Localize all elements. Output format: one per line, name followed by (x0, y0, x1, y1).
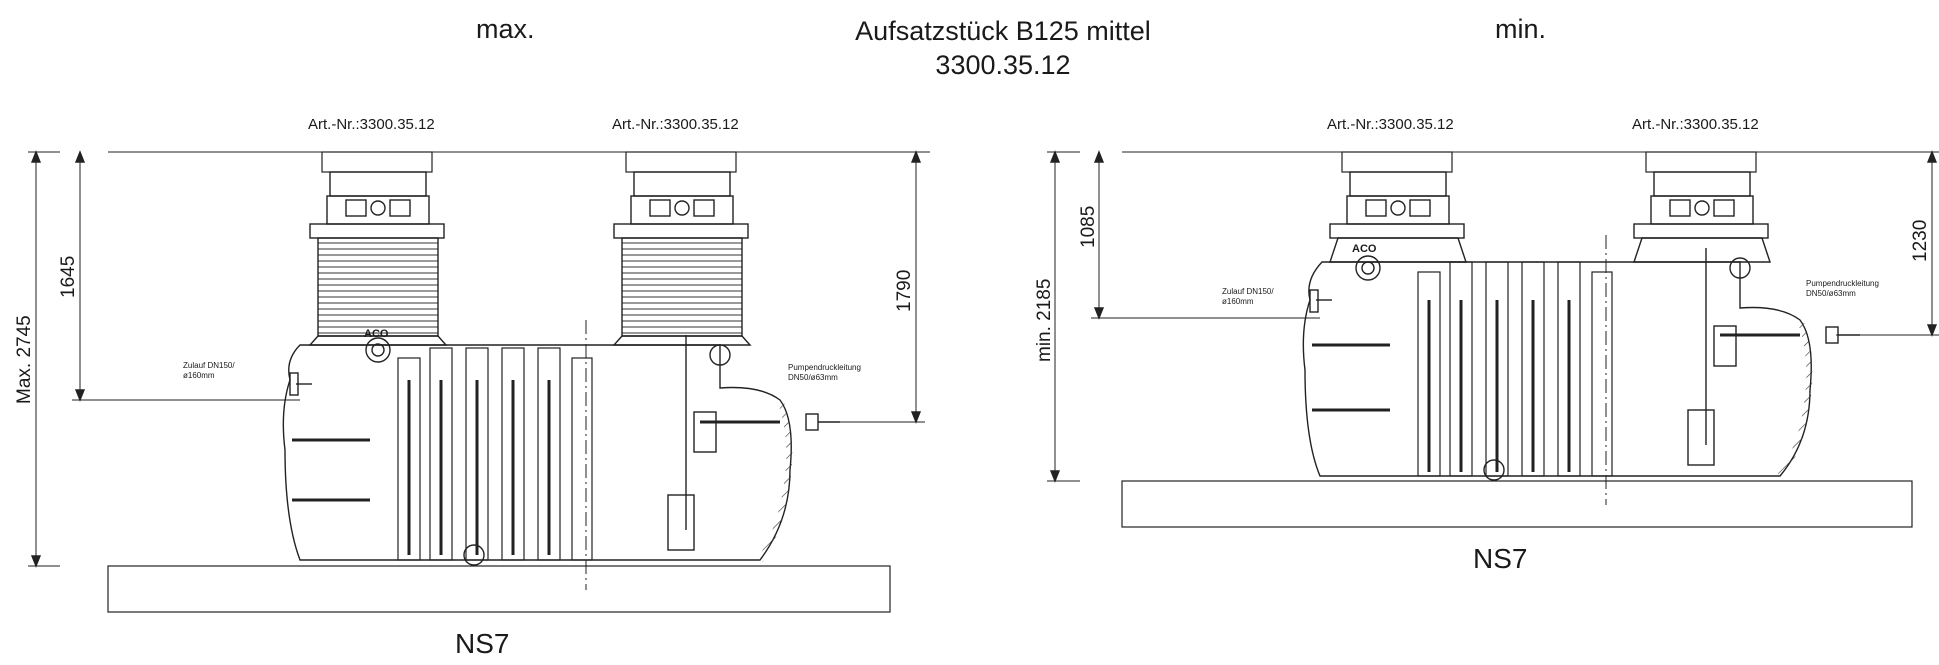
left-art-nr-1: Art.-Nr.:3300.35.12 (308, 116, 435, 133)
right-logo-1: ACO (1352, 243, 1377, 255)
right-dim-inlet: 1085 (1078, 206, 1099, 248)
right-shaft-2 (1633, 151, 1771, 279)
right-art-nr-1: Art.-Nr.:3300.35.12 (1327, 116, 1454, 133)
right-dim-total: min. 2185 (1034, 279, 1055, 362)
left-view: ACO (14, 150, 930, 613)
right-dim-outlet: 1230 (1910, 220, 1931, 262)
left-outlet-label-2: DN50/ø63mm (788, 373, 838, 382)
title-line-1: Aufsatzstück B125 mittel (855, 16, 1151, 46)
title-line-2: 3300.35.12 (935, 50, 1071, 80)
min-heading: min. (1495, 14, 1547, 44)
right-shaft-1: ACO (1329, 151, 1467, 281)
left-dim-outlet: 1790 (894, 270, 915, 312)
left-outlet-label-1: Pumpendruckleitung (788, 363, 861, 372)
left-logo-1: ACO (364, 328, 389, 340)
left-shaft-2 (612, 151, 752, 366)
right-art-nr-2: Art.-Nr.:3300.35.12 (1632, 116, 1759, 133)
right-tank-body (1302, 261, 1812, 477)
right-pump-assembly (1309, 248, 1860, 466)
right-outlet-label-2: DN50/ø63mm (1806, 289, 1856, 298)
left-base-slab (107, 565, 891, 613)
left-dim-inlet: 1645 (58, 256, 79, 298)
left-shaft-1: ACO (308, 151, 448, 363)
max-heading: max. (476, 14, 535, 44)
left-pump-assembly (289, 335, 840, 551)
right-inlet-label-2: ø160mm (1222, 297, 1254, 306)
page-title: Aufsatzstück B125 mittel 3300.35.12 (828, 14, 1178, 82)
left-inlet-label-1: Zulauf DN150/ (183, 361, 235, 370)
right-outlet-label-1: Pumpendruckleitung (1806, 279, 1879, 288)
left-inlet-label-2: ø160mm (183, 371, 215, 380)
left-base-label: NS7 (455, 628, 510, 659)
right-base-label: NS7 (1473, 543, 1528, 574)
right-base-slab (1121, 480, 1913, 528)
left-art-nr-2: Art.-Nr.:3300.35.12 (612, 116, 739, 133)
right-inlet-label-1: Zulauf DN150/ (1222, 287, 1274, 296)
right-view: ACO (1034, 150, 1939, 528)
left-dim-total: Max. 2745 (14, 315, 35, 404)
